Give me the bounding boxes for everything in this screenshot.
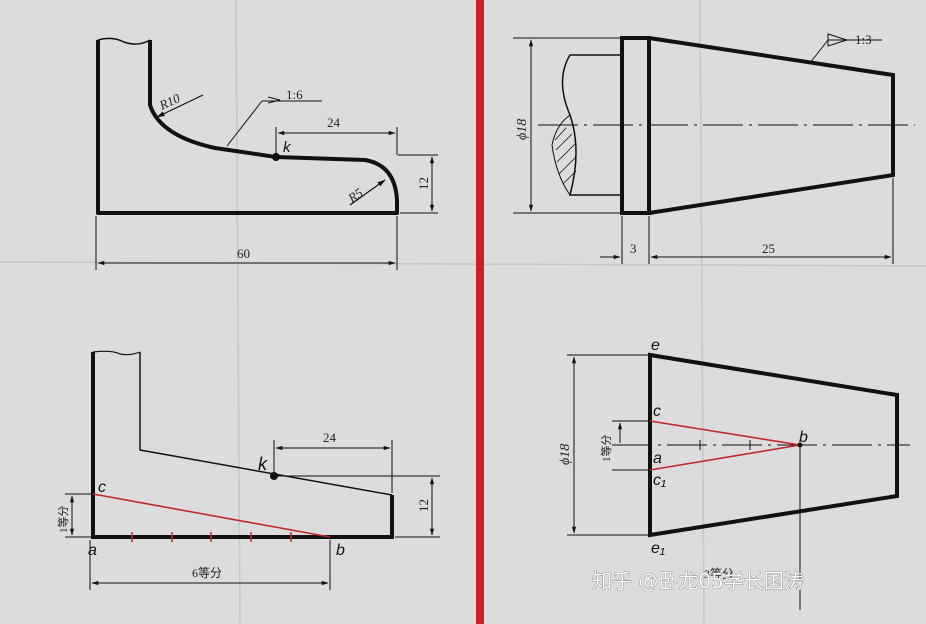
center-divider xyxy=(476,0,484,624)
point-k xyxy=(272,153,280,161)
construction-line-cb xyxy=(649,420,801,446)
dim-12-label: 12 xyxy=(416,177,431,190)
point-b-label: b xyxy=(799,429,808,446)
diameter-label: ϕ18 xyxy=(515,119,530,140)
point-b xyxy=(797,442,803,448)
top-right-drawing: 1:3 ϕ18 3 25 xyxy=(513,32,915,264)
six-parts-label: 6等分 xyxy=(192,566,222,580)
dim-12-label: 12 xyxy=(416,499,431,512)
one-part-label: 1等分 xyxy=(599,435,613,463)
point-e-label: e xyxy=(651,337,660,354)
point-e1-label: e₁ xyxy=(651,540,665,557)
dim-24-label: 24 xyxy=(327,115,341,130)
point-k xyxy=(270,472,278,480)
k-label: k xyxy=(258,454,268,474)
point-c-label: c xyxy=(98,479,106,496)
bottom-left-drawing: k 24 12 c a b 1等分 6等分 xyxy=(56,350,440,590)
division-ticks xyxy=(699,440,751,450)
point-a-label: a xyxy=(88,542,97,559)
dim-60-label: 60 xyxy=(237,246,250,261)
taper-body xyxy=(648,352,899,538)
point-b-label: b xyxy=(336,542,345,559)
break-line xyxy=(92,350,141,356)
watermark: 知乎 @卧龙05学长国涛 xyxy=(592,569,804,593)
construction-line-c1b xyxy=(649,444,801,471)
dim-24-label: 24 xyxy=(323,430,337,445)
dim-25-label: 25 xyxy=(762,241,775,256)
bottom-right-drawing: e c a c₁ e₁ b ϕ18 1等分 3等分 xyxy=(558,337,910,610)
point-a xyxy=(648,443,652,447)
dim-3-label: 3 xyxy=(630,241,637,256)
taper-1-3-label: 1:3 xyxy=(855,32,872,47)
taper-1-6-label: 1:6 xyxy=(286,87,303,102)
section-hatch xyxy=(551,114,577,197)
break-line xyxy=(97,37,151,45)
point-c-label: c xyxy=(653,403,661,420)
construction-line-cb xyxy=(92,493,331,538)
point-a-label: a xyxy=(653,450,662,467)
r5-label: R5 xyxy=(344,185,366,206)
division-ticks xyxy=(131,532,292,542)
part-outline xyxy=(91,352,394,539)
point-c1-label: c₁ xyxy=(653,472,666,489)
k-label: k xyxy=(283,139,292,156)
one-part-label: 1等分 xyxy=(56,506,70,534)
three-parts-label: 3等分 xyxy=(704,567,734,581)
inner-lines xyxy=(139,352,393,496)
top-left-drawing: R10 1:6 k 24 R5 12 60 xyxy=(95,37,438,270)
diameter-label: ϕ18 xyxy=(558,444,573,465)
r10-label: R10 xyxy=(156,90,183,113)
